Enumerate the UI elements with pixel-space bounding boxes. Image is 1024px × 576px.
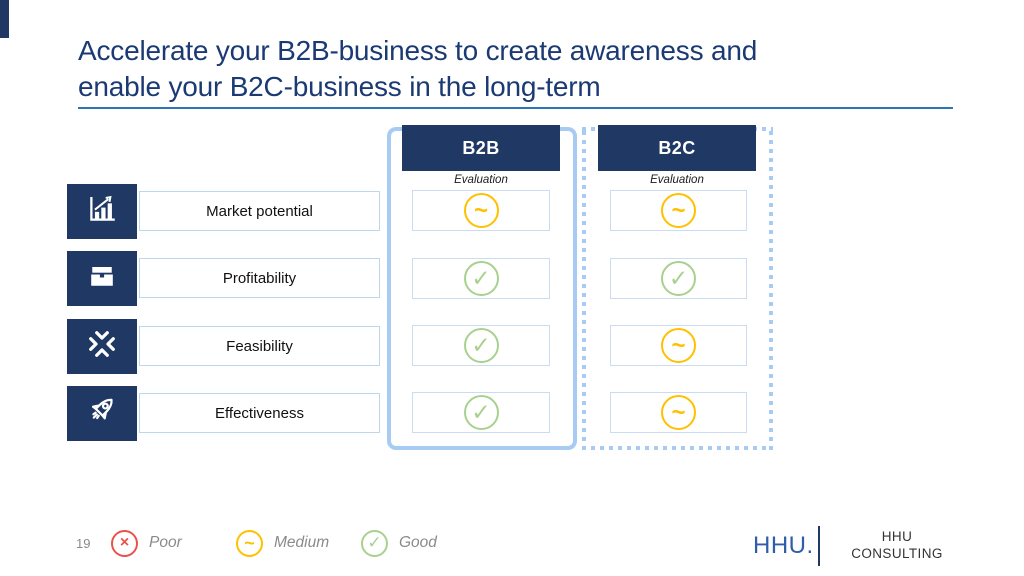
rating-circle: ✓ [463,261,499,296]
criterion-label-effectiveness: Effectiveness [139,393,380,433]
criterion-label-profitability: Profitability [139,258,380,298]
converging-arrows-icon [83,326,121,367]
criterion-icon-tile-feasibility [67,319,137,374]
rating-cell-b2b-profitability: ✓ [412,258,550,299]
criterion-label-feasibility: Feasibility [139,326,380,366]
hhu-logo: HHU. [753,532,814,559]
legend-label-medium: Medium [274,534,330,551]
criterion-icon-tile-market-potential [67,184,137,239]
rating-cell-b2c-market-potential: ~ [610,190,747,231]
briefcase-icon [82,258,122,299]
evaluation-sublabel-b2c: Evaluation [650,174,704,186]
rating-cell-b2c-effectiveness: ~ [610,392,747,433]
page-number: 19 [76,536,91,551]
rating-circle: ✓ [661,261,696,296]
legend-item-medium: ~ Medium [236,529,329,557]
good-icon: ✓ [361,529,388,557]
legend-item-good: ✓ Good [361,529,437,557]
org-name-line1: HHU [881,529,913,544]
title-underline [78,107,953,109]
rocket-icon [82,392,122,435]
evaluation-sublabel-b2b: Evaluation [454,174,508,186]
rating-cell-b2b-effectiveness: ✓ [412,392,550,433]
rating-circle: ~ [661,395,696,430]
org-name: HHU CONSULTING [843,529,951,562]
page-title-line1: Accelerate your B2B-business to create a… [78,35,758,66]
rating-circle: ✓ [463,395,499,430]
poor-icon: × [111,529,138,557]
rating-cell-b2c-profitability: ✓ [610,258,747,299]
logo-divider [818,526,820,566]
corner-accent-bar [0,0,9,38]
legend-label-good: Good [399,534,437,551]
page-title-line2: enable your B2C-business in the long-ter… [78,71,601,102]
rating-cell-b2b-feasibility: ✓ [412,325,550,366]
criterion-icon-tile-profitability [67,251,137,306]
rating-cell-b2b-market-potential: ~ [412,190,550,231]
rating-circle: ~ [661,328,696,363]
legend-item-poor: × Poor [111,529,182,557]
bar-chart-growth-icon [83,192,121,231]
criterion-label-market-potential: Market potential [139,191,380,231]
criterion-icon-tile-effectiveness [67,386,137,441]
rating-circle: ✓ [463,328,499,363]
b2c-column-frame-left [582,127,586,450]
legend-label-poor: Poor [149,534,182,551]
org-name-line2: CONSULTING [851,545,943,561]
medium-icon: ~ [236,529,263,557]
column-header-b2b: B2B [402,125,560,171]
rating-circle: ~ [463,193,499,228]
rating-circle: ~ [661,193,696,228]
column-header-b2c: B2C [598,125,756,171]
rating-cell-b2c-feasibility: ~ [610,325,747,366]
b2c-column-frame-right [769,127,773,450]
page-title: Accelerate your B2B-business to create a… [78,33,958,105]
b2c-column-frame-bottom [582,446,773,450]
